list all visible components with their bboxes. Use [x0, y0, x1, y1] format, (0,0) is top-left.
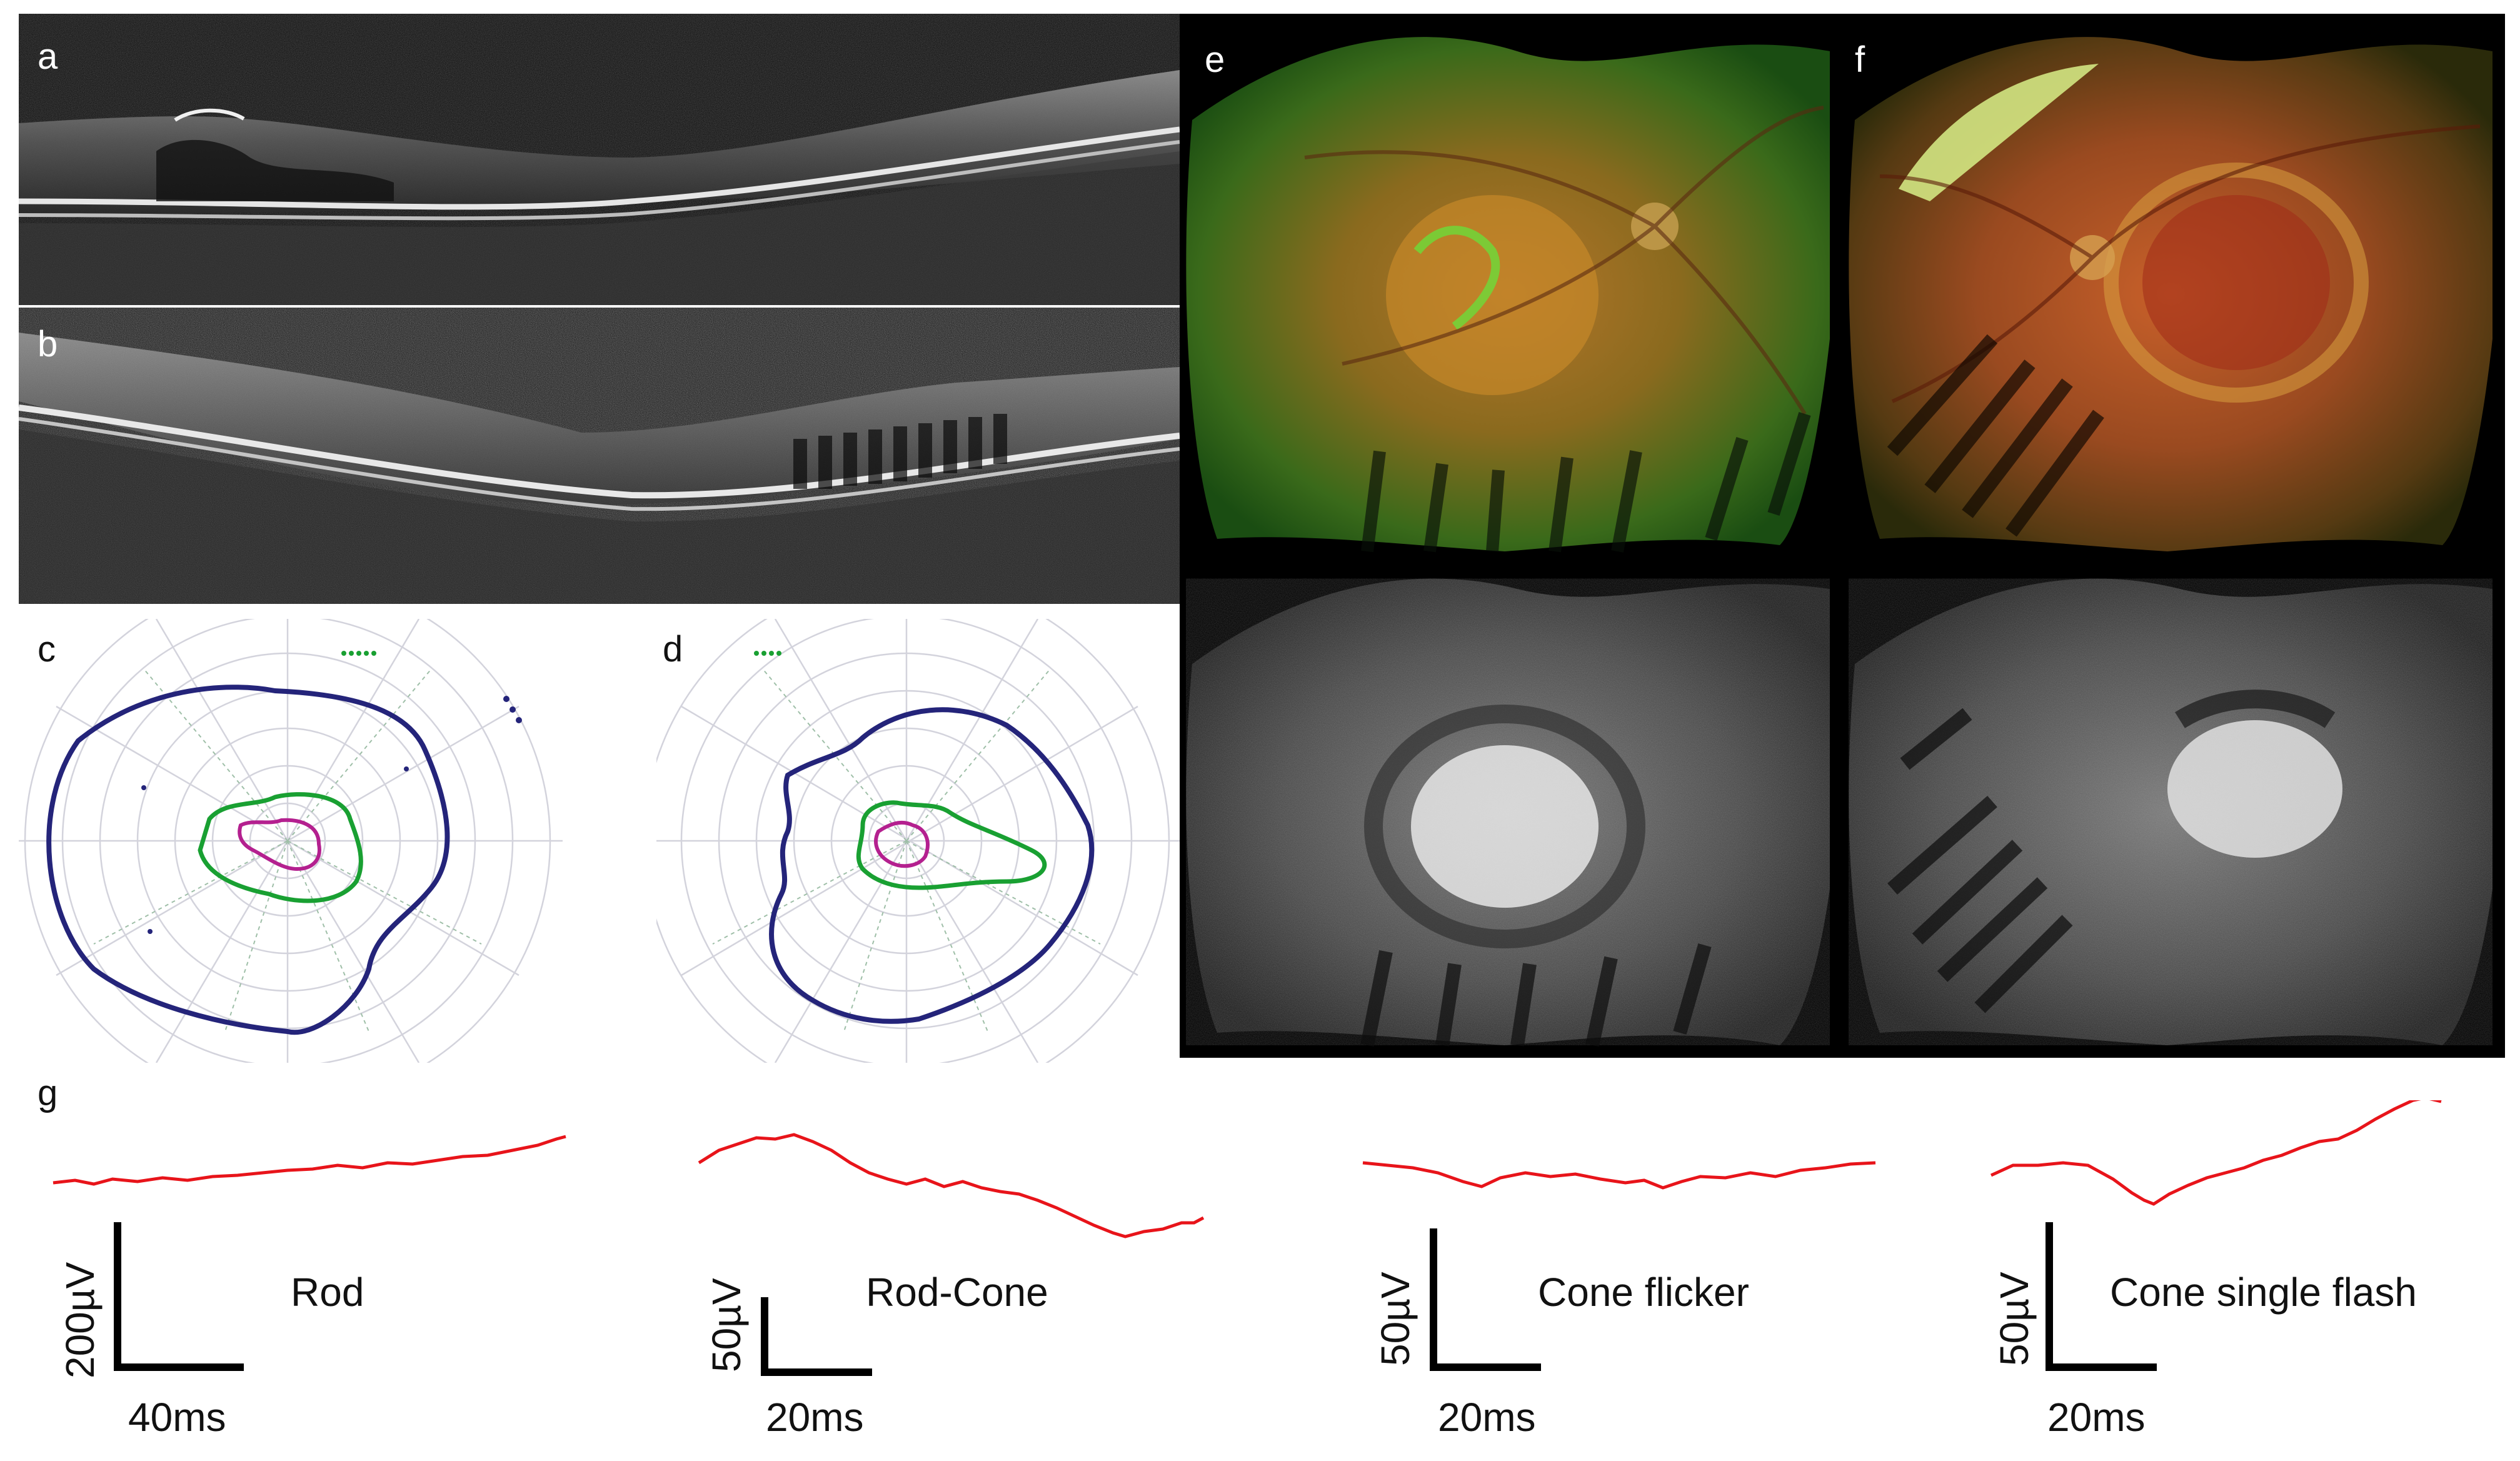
erg-x-scale-rod: 40ms — [128, 1395, 226, 1440]
erg-traces — [53, 1100, 2442, 1238]
erg-x-scale-cone-single-flash: 20ms — [2047, 1395, 2146, 1440]
erg-x-scale-rod-cone: 20ms — [766, 1395, 864, 1440]
erg-y-scale-cone-flicker: 50µV — [1373, 1272, 1418, 1366]
erg-label-cone-single-flash: Cone single flash — [2110, 1270, 2417, 1315]
erg-y-scale-rod-cone: 50µV — [704, 1278, 749, 1372]
erg-trace-cone-single-flash — [1990, 1100, 2442, 1206]
panel-label-e: e — [1205, 39, 1225, 80]
fundus-block: e f — [1180, 14, 2505, 1058]
goldmann-field-d — [656, 619, 1182, 1063]
erg-y-scale-cone-single-flash: 50µV — [1992, 1272, 2037, 1366]
erg-scale-bar-rod — [114, 1222, 244, 1371]
autofluorescence-e — [1186, 578, 1830, 1047]
erg-label-rod: Rod — [291, 1270, 364, 1315]
erg-trace-cone-flicker — [1362, 1161, 1876, 1190]
fundus-images — [1186, 37, 2492, 1047]
erg-scale-bar-cone-flicker — [1430, 1228, 1541, 1371]
panel-label-f: f — [1855, 39, 1865, 80]
fundus-color-f — [1849, 37, 2492, 551]
erg-trace-rod-cone — [698, 1133, 1205, 1238]
goldmann-field-c — [19, 619, 563, 1063]
autofluorescence-f — [1849, 578, 2492, 1045]
oct-scan-a — [19, 14, 1180, 305]
panel-label-b: b — [38, 324, 58, 364]
erg-scale-bar-rod-cone — [761, 1297, 872, 1376]
oct-panel-b: b — [19, 308, 1180, 604]
panel-label-g: g — [38, 1073, 58, 1113]
erg-y-scale-rod: 200µV — [58, 1262, 103, 1378]
panel-label-a: a — [38, 36, 58, 77]
erg-scale-bar-cone-single-flash — [2046, 1222, 2157, 1371]
oct-scan-b — [19, 308, 1180, 604]
visual-field-panel-c: c — [19, 619, 563, 1063]
fundus-color-e — [1186, 37, 1830, 553]
oct-panel-a: a — [19, 14, 1180, 305]
erg-label-cone-flicker: Cone flicker — [1538, 1270, 1749, 1315]
erg-trace-rod — [53, 1135, 566, 1186]
panel-label-c: c — [38, 629, 56, 670]
panel-label-d: d — [663, 629, 683, 670]
erg-x-scale-cone-flicker: 20ms — [1438, 1395, 1536, 1440]
erg-label-rod-cone: Rod-Cone — [866, 1270, 1048, 1315]
visual-field-panel-d: d — [656, 619, 1182, 1063]
